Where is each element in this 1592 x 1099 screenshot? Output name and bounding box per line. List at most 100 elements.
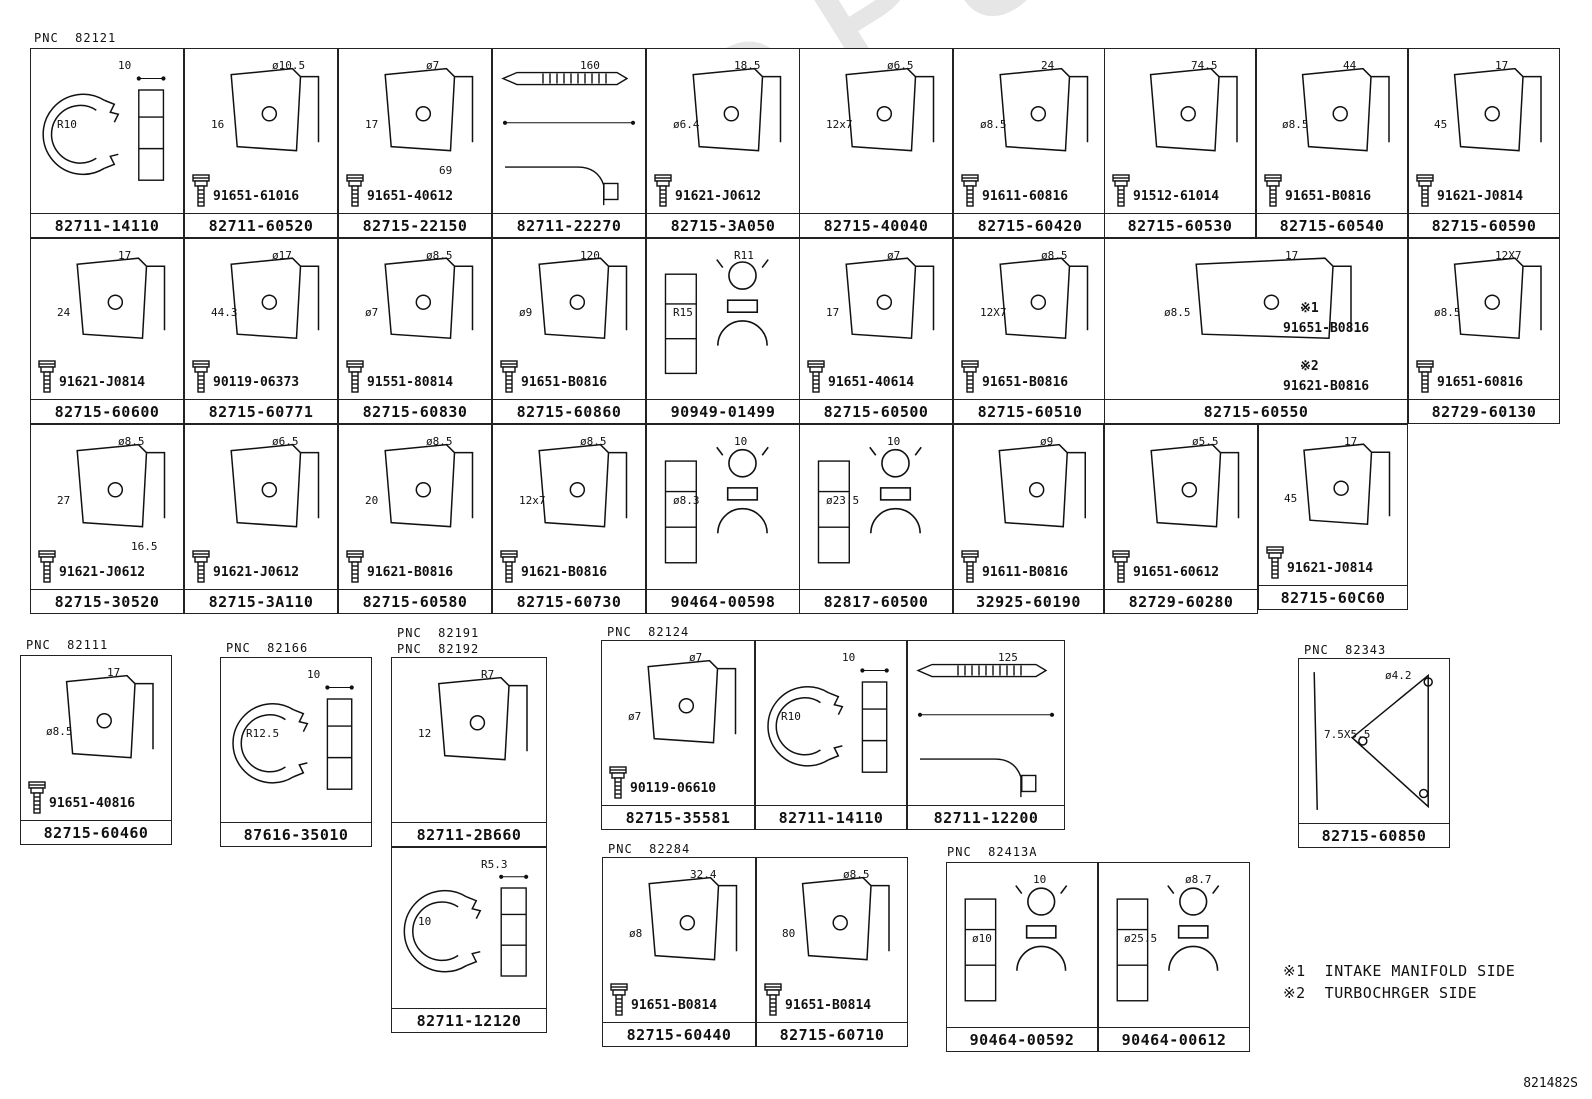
part-number[interactable]: 90949-01499 [670, 403, 776, 421]
part-number[interactable]: 82715-3A110 [208, 593, 314, 611]
bolt-part-number[interactable]: 91621-B0816 [367, 565, 454, 580]
part-number[interactable]: 82715-30520 [54, 593, 160, 611]
bolt-part-number[interactable]: 91621-J0814 [1287, 561, 1374, 576]
bolt-part-number[interactable]: 91621-J0612 [59, 565, 146, 580]
bolt-part-number[interactable]: 91621-J0612 [675, 189, 762, 204]
part-number[interactable]: 82715-60550 [1203, 403, 1309, 421]
bolt-part-number[interactable]: 91651-40612 [367, 189, 454, 204]
part-number[interactable]: 82715-60440 [626, 1026, 732, 1044]
part-number[interactable]: 82715-40040 [823, 217, 929, 235]
bolt-part-number[interactable]: 91551-80814 [367, 375, 454, 390]
part-number[interactable]: 82715-60500 [823, 403, 929, 421]
part-number[interactable]: 87616-35010 [243, 826, 349, 844]
bolt-part-number[interactable]: 91611-B0816 [982, 565, 1069, 580]
bolt-part-number[interactable]: 91651-40614 [828, 375, 915, 390]
bolt-part-number[interactable]: 91651-B0816 [521, 375, 608, 390]
bolt-part-number[interactable]: 91651-B0814 [631, 998, 718, 1013]
bolt-part-number[interactable]: 91512-61014 [1133, 189, 1220, 204]
part-number[interactable]: 82715-60850 [1321, 827, 1427, 845]
bolt-part-number[interactable]: 91621-J0612 [213, 565, 300, 580]
bolt-part-number[interactable]: 91611-60816 [982, 189, 1069, 204]
bolt-part-number[interactable]: 91651-60816 [1437, 375, 1524, 390]
part-number[interactable]: 90464-00598 [670, 593, 776, 611]
part-number[interactable]: 82817-60500 [823, 593, 929, 611]
part-number[interactable]: 82715-60710 [779, 1026, 885, 1044]
bolt-part-number[interactable]: 91651-B0816 [1283, 321, 1370, 336]
part-number[interactable]: 82715-60830 [362, 403, 468, 421]
part-number[interactable]: 82715-60580 [362, 593, 468, 611]
part-number[interactable]: 82711-22270 [516, 217, 622, 235]
part-number[interactable]: 82715-60C60 [1280, 589, 1386, 607]
bolt-part-number[interactable]: 91621-J0814 [1437, 189, 1524, 204]
bolt-part-number[interactable]: 91651-B0816 [1285, 189, 1372, 204]
bolt-part-number[interactable]: 91621-B0816 [1283, 379, 1370, 394]
part-number[interactable]: 82715-60600 [54, 403, 160, 421]
bolt-part-number[interactable]: 91651-61016 [213, 189, 300, 204]
bolt-part-number[interactable]: 90119-06610 [630, 781, 717, 796]
bolt-part-number[interactable]: 91651-B0816 [982, 375, 1069, 390]
bolt-part-number[interactable]: 90119-06373 [213, 375, 300, 390]
part-number[interactable]: 82715-60460 [43, 824, 149, 842]
part-number[interactable]: 82711-14110 [778, 809, 884, 827]
bolt-part-number[interactable]: 91651-40816 [49, 796, 136, 811]
bolt-part-number[interactable]: 91621-J0814 [59, 375, 146, 390]
part-number[interactable]: 82711-2B660 [416, 826, 522, 844]
part-number[interactable]: 82715-35581 [625, 809, 731, 827]
part-number[interactable]: 82711-14110 [54, 217, 160, 235]
part-number[interactable]: 82711-12200 [933, 809, 1039, 827]
bolt-part-number[interactable]: 91651-B0814 [785, 998, 872, 1013]
part-number[interactable]: 82715-60771 [208, 403, 314, 421]
part-number[interactable]: 82715-22150 [362, 217, 468, 235]
part-number[interactable]: 90464-00592 [969, 1031, 1075, 1049]
part-number[interactable]: 82729-60130 [1431, 403, 1537, 421]
part-number[interactable]: 82715-60860 [516, 403, 622, 421]
bolt-part-number[interactable]: 91621-B0816 [521, 565, 608, 580]
part-number[interactable]: 82711-12120 [416, 1012, 522, 1030]
part-number[interactable]: 82715-60420 [977, 217, 1083, 235]
part-number[interactable]: 82715-60540 [1279, 217, 1385, 235]
part-number[interactable]: 90464-00612 [1121, 1031, 1227, 1049]
bolt-part-number[interactable]: 91651-60612 [1133, 565, 1220, 580]
part-number[interactable]: 82715-3A050 [670, 217, 776, 235]
part-number[interactable]: 82729-60280 [1128, 593, 1234, 611]
part-number[interactable]: 82715-60590 [1431, 217, 1537, 235]
part-number[interactable]: 82711-60520 [208, 217, 314, 235]
